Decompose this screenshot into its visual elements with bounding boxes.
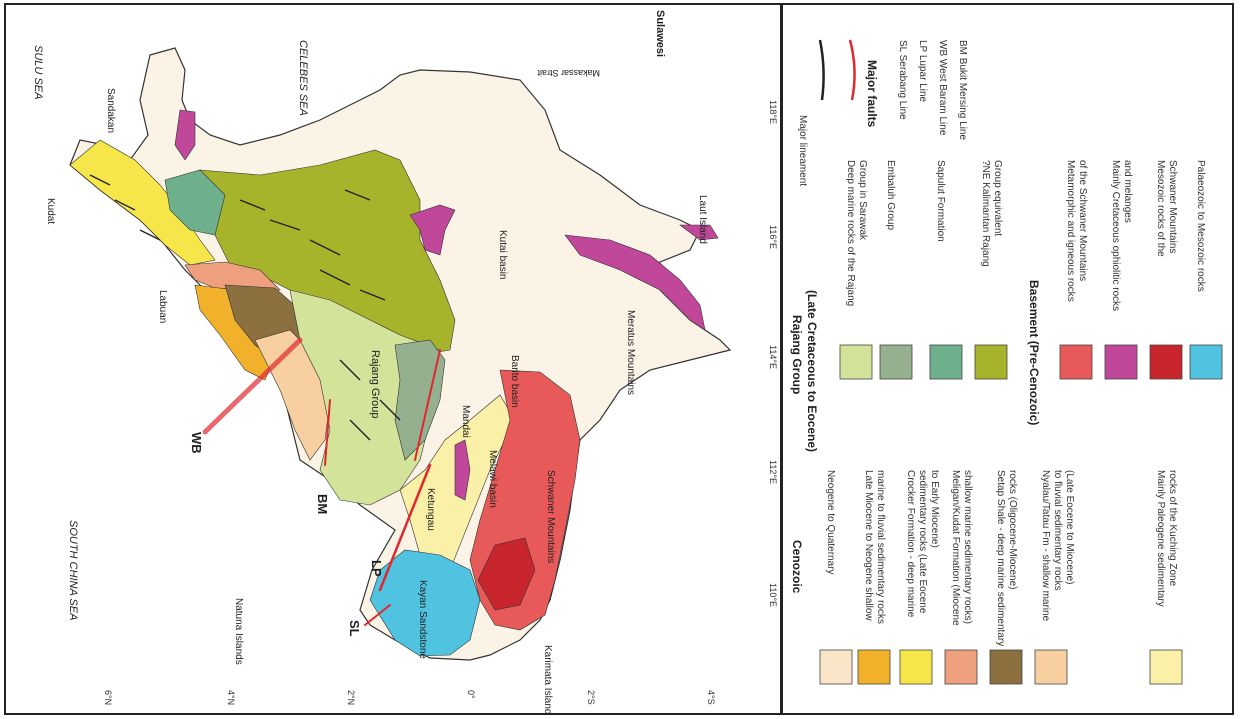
- lineaments: [89, 174, 401, 441]
- legend-cenozoic-item-text: rocks (Oligocene-Miocene): [1007, 470, 1018, 590]
- major-faults: [202, 337, 441, 626]
- legend-cenozoic-item-text: Setap Shale - deep marine sedimentary: [995, 470, 1006, 646]
- legend-cenozoic-item-text: marine to fluvial sedimentary rocks: [875, 470, 886, 624]
- legend-rajang-item-swatch: [879, 344, 913, 380]
- unit-ophiolite-5: [454, 439, 471, 501]
- legend-basement-item-text: Schwaner Mountains: [1167, 160, 1178, 253]
- legend-basement-item-swatch: [1189, 344, 1223, 380]
- legend-basement-item-swatch: [1149, 344, 1183, 380]
- legend-fault-line: [848, 39, 856, 101]
- legend-faults-label: Major faults: [865, 60, 879, 128]
- unit-schwaner-mesozoic: [477, 537, 536, 611]
- legend-basement-item-text: of the Schwaner Mountains: [1077, 160, 1088, 281]
- legend-basement-item-swatch: [1059, 344, 1093, 380]
- legend-divider: [780, 3, 783, 715]
- legend-rajang-item-swatch: [929, 344, 963, 380]
- legend-cenozoic-item-text: rocks of the Kuching Zone: [1167, 470, 1178, 587]
- legend-rajang-item-text: Group equivalent: [992, 160, 1003, 236]
- legend-cenozoic-item-text: Mainly Paleogene sedimentary: [1155, 470, 1166, 607]
- legend-rajang-item-text: Sapulut Formation: [935, 160, 946, 242]
- legend-rajang-subtitle: (Late Cretaceous to Eocene): [805, 290, 819, 452]
- legend-basement-item-text: Mainly Cretaceous ophiolitic rocks: [1110, 160, 1121, 311]
- legend-lineament-line: [818, 39, 825, 101]
- unit-embaluh: [394, 339, 446, 461]
- legend-rajang-item-text: Embaluh Group: [885, 160, 896, 230]
- unit-ophiolite-3: [564, 234, 706, 331]
- legend-lineament-label: Major lineament: [797, 115, 808, 186]
- legend-basement-item-text: and melanges: [1122, 160, 1133, 223]
- unit-ophiolite-4: [679, 224, 719, 241]
- legend-basement-item-swatch: [1104, 344, 1138, 380]
- legend-cenozoic-item-text: Nyalau/Tatau Fm - shallow marine: [1040, 470, 1051, 622]
- legend-cenozoic-item-text: Late Miocene to Neogene shallow: [863, 470, 874, 621]
- legend-cenozoic-item-swatch: [944, 649, 978, 685]
- legend-cenozoic-item-text: Meligan/Kudat Formation (Miocene: [950, 470, 961, 626]
- legend-rajang-item-swatch: [974, 344, 1008, 380]
- legend-cenozoic-item-swatch: [857, 649, 891, 685]
- legend-cenozoic-item-text: Neogene to Quaternary: [825, 470, 836, 575]
- legend-cenozoic-item-text: Crocker Formation - deep marine: [905, 470, 916, 618]
- legend-cenozoic-item-text: sedimentary rocks (Late Eocene: [917, 470, 928, 614]
- legend-rajang-title: Rajang Group: [790, 315, 804, 394]
- unit-ophiolite-1: [174, 109, 196, 161]
- legend-rajang-item-text: ?NE Kalimantan Rajang: [980, 160, 991, 267]
- legend-fault-name: WB West Baram Line: [937, 40, 948, 136]
- unit-neogene-north: [69, 139, 216, 266]
- legend-cenozoic-item-text: to fluvial sedimentary rocks: [1052, 470, 1063, 591]
- legend-cenozoic-title: Cenozoic: [790, 540, 804, 594]
- legend-fault-name: BM Bukit Mersing Line: [957, 40, 968, 140]
- legend-basement-item-text: Mesozoic rocks of the: [1155, 160, 1166, 257]
- legend-cenozoic-item-swatch: [899, 649, 933, 685]
- legend-cenozoic-item-text: to Early Miocene): [929, 470, 940, 548]
- legend-cenozoic-item-swatch: [819, 649, 853, 685]
- legend-basement-item-text: Palaeozoic to Mesozoic rocks: [1195, 160, 1206, 292]
- legend-cenozoic-item-swatch: [1034, 649, 1068, 685]
- legend-cenozoic-item-text: (Late Eocene to Miocene): [1064, 470, 1075, 585]
- unit-palaeozoic: [369, 549, 481, 657]
- legend-cenozoic-item-text: shallow marine sedimentary rocks): [962, 470, 973, 624]
- legend-basement-item-text: Metamorphic and igneous rocks: [1065, 160, 1076, 302]
- unit-ophiolite-2: [409, 204, 456, 256]
- legend-basement-title: Basement (Pre-Cenozoic): [1027, 280, 1041, 425]
- legend-rajang-item-text: Deep marine rocks of the Rajang: [845, 160, 856, 306]
- legend-fault-name: LP Lupar Line: [917, 40, 928, 103]
- legend-rajang-item-text: Group in Sarawak: [857, 160, 868, 241]
- legend-cenozoic-item-swatch: [1149, 649, 1183, 685]
- legend-fault-name: SL Serabang Line: [897, 40, 908, 120]
- legend-rajang-item-swatch: [839, 344, 873, 380]
- legend-cenozoic-item-swatch: [989, 649, 1023, 685]
